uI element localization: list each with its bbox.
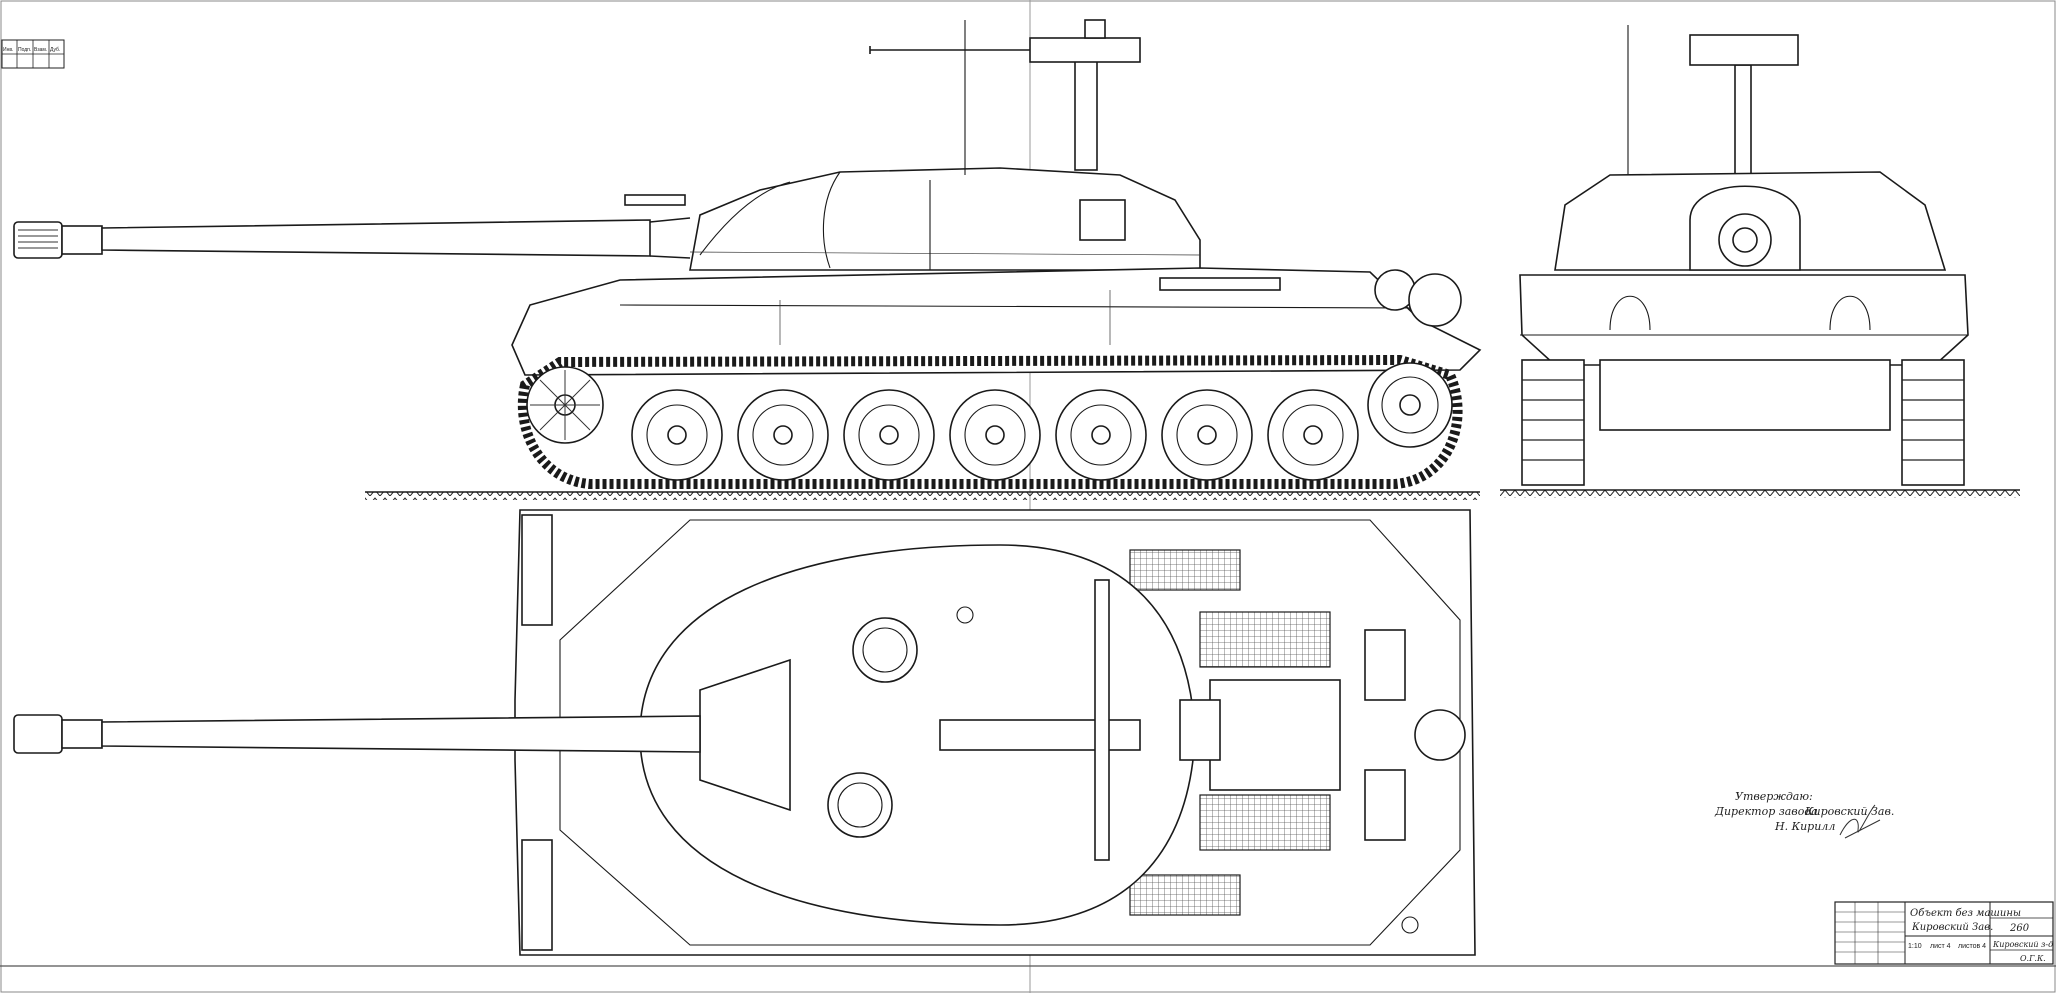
top-engine-grille-lower [1199, 794, 1331, 851]
top-engine-grille-upper [1199, 611, 1331, 668]
front-view [1500, 25, 2020, 498]
side-machine-gun-mount [869, 19, 1141, 175]
side-drive-sprocket [1367, 362, 1453, 448]
corner-header-3: Взам. [34, 47, 47, 53]
title-sheet-total: листов 4 [1958, 943, 1986, 950]
corner-header-1: Инв. [3, 47, 13, 53]
title-sheet: лист 4 [1930, 943, 1951, 950]
front-ground-hatch [1500, 490, 2020, 498]
side-gun-barrel [13, 217, 691, 259]
front-hull [1519, 274, 1969, 366]
title-block: Объект без машины Кировский Зав. 260 1:1… [1834, 901, 2054, 965]
title-plant: Кировский з-д [1992, 940, 2053, 949]
title-doc-number: 260 [2009, 923, 2030, 934]
approval-line-2: Директор завода [1714, 805, 1818, 818]
corner-stamp-table: Инв. Подп. Взам. Дуб. [1, 39, 65, 69]
approval-line-3: Кировский Зав. [1804, 805, 1894, 818]
title-subtitle: Кировский Зав. [1911, 922, 1993, 933]
side-view [13, 19, 1482, 500]
title-scale: 1:10 [1908, 943, 1922, 950]
director-signature [1839, 804, 1881, 839]
top-loader-hatch [827, 772, 893, 838]
side-ground-hatch [365, 492, 1480, 500]
front-right-track [1901, 359, 1965, 486]
top-gun-barrel [13, 714, 701, 754]
top-view [13, 509, 1476, 956]
side-track [517, 354, 1463, 489]
corner-header-4: Дуб. [50, 47, 60, 53]
approval-block: Утверждаю: Директор завода Кировский Зав… [1714, 790, 1894, 839]
front-left-track [1521, 359, 1585, 486]
side-road-wheels [631, 389, 1359, 481]
approval-line-1: Утверждаю: [1735, 790, 1813, 803]
approval-line-4: Н. Кирилл [1774, 820, 1835, 833]
side-commander-box [1079, 199, 1126, 241]
side-idler-wheel [526, 366, 604, 444]
top-commander-hatch [852, 617, 918, 683]
title-dept: О.Г.К. [2020, 954, 2046, 963]
title-object: Объект без машины [1910, 908, 2021, 919]
corner-header-2: Подп. [18, 47, 31, 53]
